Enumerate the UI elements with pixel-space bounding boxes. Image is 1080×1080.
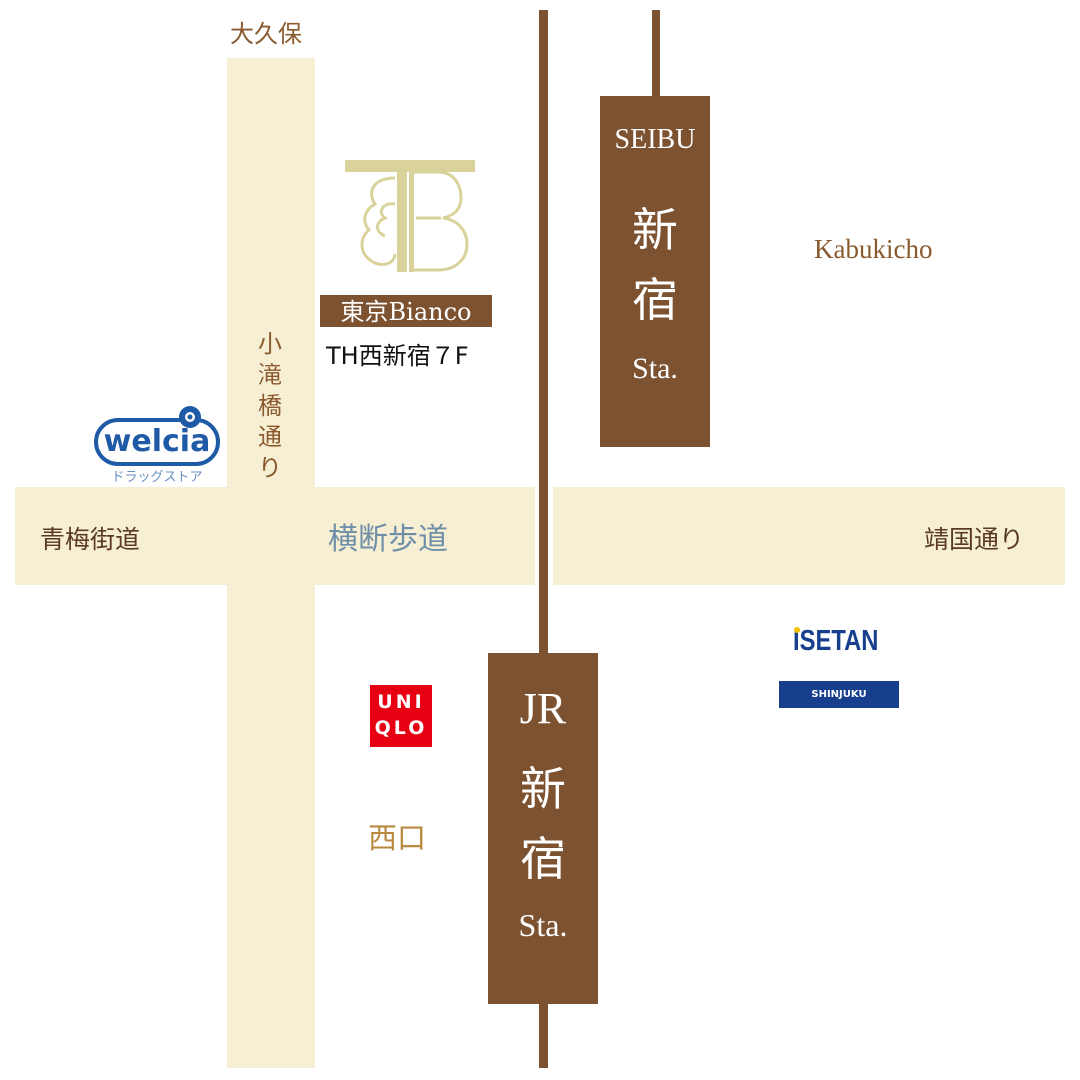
seibu-shinjuku-station: SEIBU 新 宿 Sta. bbox=[600, 96, 710, 447]
seibu-station-char: 新 bbox=[632, 203, 678, 257]
yasukuni-road-east bbox=[553, 487, 1065, 585]
seibu-line-label: SEIBU bbox=[614, 124, 696, 155]
welcia-logo: welcia ドラッグストア bbox=[94, 404, 224, 486]
building-floor-label: TH西新宿７F bbox=[326, 342, 469, 370]
ome-kaido-label: 青梅街道 bbox=[40, 525, 141, 554]
jr-station-char: 宿 bbox=[520, 832, 566, 886]
uniqlo-line-2: QLO bbox=[374, 717, 428, 739]
ome-kaido-road-west bbox=[15, 487, 535, 585]
road-char: 滝 bbox=[258, 361, 282, 389]
isetan-sub-text: SHINJUKU bbox=[811, 689, 867, 700]
uniqlo-logo: UNI QLO bbox=[370, 685, 432, 747]
isetan-logo: ISETAN SHINJUKU bbox=[779, 625, 899, 710]
isetan-dot-icon bbox=[794, 627, 800, 633]
tokyo-bianco-sign: 東京Bianco bbox=[320, 295, 492, 327]
road-char: 小 bbox=[258, 330, 282, 358]
jr-station-char: 新 bbox=[520, 762, 566, 816]
okubo-label: 大久保 bbox=[230, 20, 302, 48]
tb-monogram-logo bbox=[343, 158, 478, 275]
jr-line-label: JR bbox=[519, 684, 567, 733]
jr-station-suffix: Sta. bbox=[518, 907, 568, 943]
kotakibashi-road-label: 小 滝 橋 通 り bbox=[253, 330, 287, 487]
isetan-sub-banner: SHINJUKU bbox=[779, 681, 899, 708]
road-char: 通 bbox=[258, 423, 282, 451]
tb-logo-icon bbox=[345, 160, 475, 272]
seibu-station-char: 宿 bbox=[632, 273, 678, 327]
yasukuni-dori-label: 靖国通り bbox=[924, 525, 1025, 554]
crosswalk-label: 横断歩道 bbox=[328, 522, 448, 557]
jr-shinjuku-station: JR 新 宿 Sta. bbox=[488, 653, 598, 1004]
west-exit-label: 西口 bbox=[368, 821, 427, 855]
road-char: り bbox=[258, 454, 282, 482]
kabukicho-label: Kabukicho bbox=[814, 234, 933, 264]
seibu-station-suffix: Sta. bbox=[632, 352, 678, 385]
isetan-logo-text: ISETAN bbox=[793, 625, 879, 657]
tokyo-bianco-name: 東京Bianco bbox=[340, 298, 472, 326]
seibu-rail-line bbox=[652, 10, 660, 100]
uniqlo-line-1: UNI bbox=[377, 691, 425, 713]
welcia-logo-icon bbox=[94, 406, 220, 466]
welcia-logo-text: welcia bbox=[103, 424, 211, 459]
road-char: 橋 bbox=[258, 392, 282, 420]
welcia-sub-text: ドラッグストア bbox=[111, 470, 203, 485]
jr-rail-line bbox=[539, 10, 548, 1068]
